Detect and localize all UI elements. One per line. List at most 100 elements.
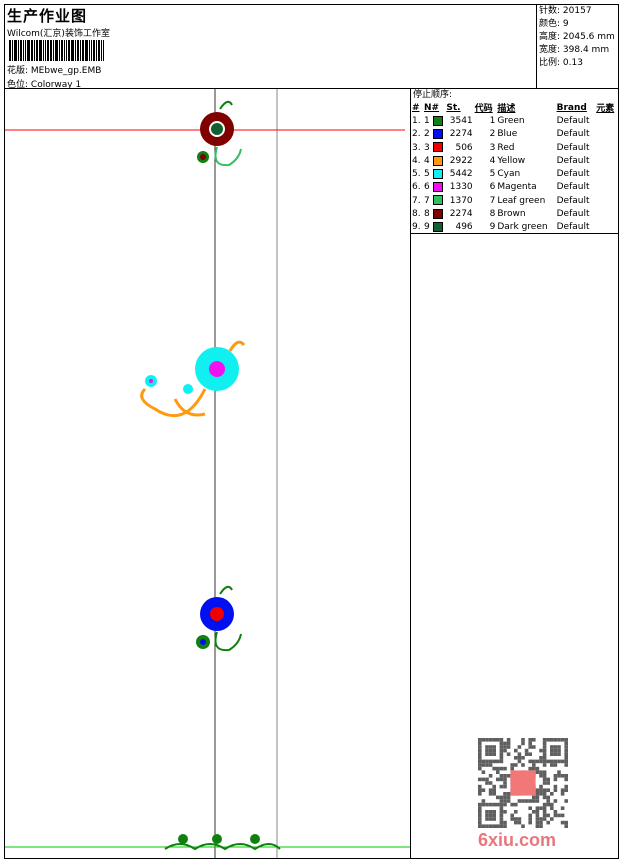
color-swatch	[432, 142, 443, 153]
color-code: 5	[489, 169, 496, 180]
barcode-bar	[85, 40, 88, 61]
brand: Default	[556, 129, 590, 140]
company-name: Wilcom(汇京)装饰工作室	[7, 29, 110, 39]
barcode-bar	[91, 40, 92, 61]
stitch-count: 1330	[449, 182, 473, 193]
element	[595, 114, 618, 127]
color-desc: Green	[497, 115, 525, 126]
color-swatch-cell	[432, 154, 446, 167]
row-num: 6.	[412, 182, 421, 193]
color-desc: Magenta	[497, 182, 537, 193]
color-desc: Dark green	[497, 222, 548, 233]
column-header: #	[412, 102, 420, 113]
brand: Default	[556, 182, 590, 193]
design-canvas[interactable]	[5, 89, 411, 858]
row-num: 2.	[412, 129, 421, 140]
barcode-bar	[96, 40, 97, 61]
barcode-bar	[80, 40, 81, 61]
barcode-bar	[43, 40, 44, 61]
element	[595, 141, 618, 154]
stitch-count: 2274	[449, 209, 473, 220]
flower-motif-middle	[140, 340, 246, 418]
barcode-bar	[93, 40, 95, 61]
needle-num: 7	[424, 195, 430, 206]
stat-value: 2045.6 mm	[562, 32, 615, 42]
needle-num: 8	[424, 209, 430, 220]
barcode-bar	[61, 40, 63, 61]
color-code: 6	[489, 182, 496, 193]
barcode-bar	[103, 40, 104, 61]
worksheet-frame: 生产作业图 Wilcom(汇京)装饰工作室 花版: MEbwe_gp.EMB 色…	[4, 4, 619, 859]
barcode-bar	[75, 40, 76, 61]
brand: Default	[556, 222, 590, 233]
row-num: 3.	[412, 142, 421, 153]
barcode	[9, 40, 155, 61]
row-num: 7.	[412, 195, 421, 206]
column-header: 代码	[474, 104, 493, 115]
color-desc: Cyan	[497, 169, 521, 180]
color-code: 8	[489, 209, 496, 220]
stat-row: 颜色: 9	[537, 18, 618, 31]
barcode-bar	[39, 40, 42, 61]
brand: Default	[556, 115, 590, 126]
barcode-bar	[98, 40, 100, 61]
barcode-bar	[89, 40, 90, 61]
design-file-row: 花版: MEbwe_gp.EMB	[7, 63, 101, 76]
element	[595, 207, 618, 220]
row-num: 9.	[412, 222, 421, 233]
element	[595, 194, 618, 207]
color-swatch-cell	[432, 128, 446, 141]
stat-label: 颜色:	[539, 19, 561, 29]
color-desc: Leaf green	[497, 195, 546, 206]
color-code: 3	[489, 142, 496, 153]
color-swatch	[432, 208, 443, 219]
page-title: 生产作业图	[7, 7, 88, 25]
color-swatch-cell	[432, 207, 446, 220]
column-header: 描述	[497, 104, 516, 115]
stat-value: 398.4 mm	[562, 45, 610, 55]
color-swatch-cell	[432, 141, 446, 154]
barcode-bar	[59, 40, 60, 61]
barcode-bar	[18, 40, 19, 61]
barcode-bar	[82, 40, 84, 61]
color-swatch	[432, 195, 443, 206]
header: 生产作业图 Wilcom(汇京)装饰工作室 花版: MEbwe_gp.EMB 色…	[5, 5, 618, 90]
design-label: 花版:	[7, 66, 29, 76]
color-swatch-cell	[432, 194, 446, 207]
barcode-bar	[14, 40, 17, 61]
stat-row: 针数: 20157	[537, 5, 618, 18]
row-num: 8.	[412, 209, 421, 220]
needle-num: 4	[424, 155, 430, 166]
stitch-count: 3541	[449, 115, 473, 126]
needle-num: 9	[424, 222, 430, 233]
qr-code	[478, 738, 568, 828]
watermark-logo: 6xiu.com	[478, 830, 557, 850]
brand: Default	[556, 169, 590, 180]
barcode-bar	[23, 40, 24, 61]
needle-num: 5	[424, 169, 430, 180]
stat-row: 比例: 0.13	[537, 57, 618, 70]
color-swatch	[432, 221, 443, 232]
stat-row: 宽度: 398.4 mm	[537, 44, 618, 57]
brand: Default	[556, 195, 590, 206]
color-swatch-cell	[432, 221, 446, 234]
stat-label: 高度:	[539, 32, 561, 42]
stat-label: 针数:	[539, 6, 561, 16]
element	[595, 154, 618, 167]
colorway-value: Colorway 1	[30, 80, 82, 90]
needle-num: 1	[424, 115, 430, 126]
stat-value: 0.13	[562, 58, 583, 68]
row-num: 4.	[412, 155, 421, 166]
barcode-bar	[12, 40, 13, 61]
stat-row: 高度: 2045.6 mm	[537, 31, 618, 44]
stitch-count: 506	[455, 142, 473, 153]
row-num: 1.	[412, 115, 421, 126]
